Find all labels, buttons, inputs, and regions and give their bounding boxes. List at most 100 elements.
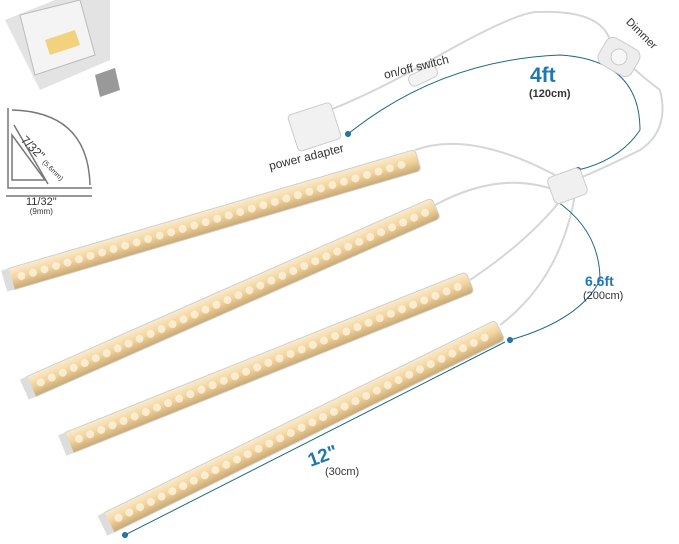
led-dot <box>86 251 95 260</box>
led-dot <box>197 385 206 394</box>
led-dot <box>40 265 49 274</box>
led-dot <box>98 248 107 257</box>
led-dot <box>322 252 331 261</box>
led-dot <box>243 450 252 459</box>
led-dot <box>308 340 317 349</box>
led-dot <box>282 194 291 203</box>
led-dot <box>168 487 177 496</box>
led-dot <box>69 363 78 372</box>
led-dot <box>254 444 263 453</box>
led-dot <box>372 386 381 395</box>
led-dot <box>219 376 228 385</box>
led-dot <box>394 375 403 384</box>
led-dot <box>300 262 309 271</box>
led-dot <box>28 268 37 277</box>
led-dot <box>397 305 406 314</box>
led-dot <box>164 399 173 408</box>
cable-6ft-label: 6.6ft <box>585 273 614 289</box>
led-dot <box>362 170 371 179</box>
led-dot <box>51 261 60 270</box>
led-dot <box>222 460 231 469</box>
led-dot <box>333 247 342 256</box>
led-dot <box>275 354 284 363</box>
led-dot <box>385 164 394 173</box>
led-dot <box>366 233 375 242</box>
led-dot <box>146 497 155 506</box>
led-dot <box>320 336 329 345</box>
led-dot <box>135 334 144 343</box>
led-dot <box>267 276 276 285</box>
led-dot <box>426 360 435 369</box>
led-dot <box>351 397 360 406</box>
on-off-switch-icon <box>408 65 438 87</box>
led-dot <box>431 291 440 300</box>
led-dot <box>305 187 314 196</box>
led-dot <box>152 403 161 412</box>
led-dot <box>234 291 243 300</box>
led-dot <box>108 421 117 430</box>
led-dot <box>399 218 408 227</box>
led-dot <box>264 358 273 367</box>
led-dot <box>75 255 84 264</box>
led-dot <box>168 320 177 329</box>
led-bar <box>1 149 421 292</box>
led-dot <box>119 416 128 425</box>
led-dot <box>124 339 133 348</box>
led-dot <box>364 318 373 327</box>
led-dot <box>453 282 462 291</box>
led-dot <box>293 191 302 200</box>
led-dot <box>109 245 118 254</box>
led-dot <box>155 231 164 240</box>
led-dot <box>331 332 340 341</box>
led-dot <box>223 296 232 305</box>
led-dot <box>469 338 478 347</box>
led-dot <box>157 492 166 501</box>
led-dot <box>448 349 457 358</box>
profile-cross-section <box>6 108 92 197</box>
led-dot <box>416 365 425 374</box>
led-bar <box>58 272 474 456</box>
led-dot <box>200 471 209 480</box>
led-dot <box>410 213 419 222</box>
led-dot <box>442 287 451 296</box>
led-bar <box>19 198 440 400</box>
led-dot <box>328 181 337 190</box>
led-dot <box>132 238 141 247</box>
led-dot <box>286 429 295 438</box>
led-dot <box>17 272 26 281</box>
led-dot <box>47 373 56 382</box>
led-dot <box>201 218 210 227</box>
led-dot <box>179 482 188 491</box>
led-dot <box>459 344 468 353</box>
led-dot <box>480 333 489 342</box>
led-dot <box>409 300 418 309</box>
cable-4ft-metric-label: (120cm) <box>529 88 571 100</box>
profile-width-label: 11/32" (9mm) <box>26 196 57 217</box>
led-dot <box>278 271 287 280</box>
led-dot <box>58 368 67 377</box>
led-dot <box>342 327 351 336</box>
led-dot <box>355 237 364 246</box>
led-dot <box>114 513 123 522</box>
dimmer-icon <box>597 36 641 78</box>
led-dot <box>102 349 111 358</box>
led-dot <box>97 425 106 434</box>
led-dot <box>230 372 239 381</box>
led-dot <box>121 241 130 250</box>
led-dot <box>383 381 392 390</box>
led-dot <box>259 201 268 210</box>
led-dot <box>86 430 95 439</box>
led-dot <box>377 228 386 237</box>
led-dot <box>201 305 210 314</box>
led-dot <box>125 508 134 517</box>
led-dot <box>316 184 325 193</box>
led-dot <box>420 296 429 305</box>
led-dot <box>297 423 306 432</box>
led-dot <box>245 286 254 295</box>
led-dot <box>351 174 360 183</box>
led-dot <box>311 257 320 266</box>
cable-6ft-metric-label: (200cm) <box>583 290 624 302</box>
led-dot <box>253 363 262 372</box>
led-dot <box>141 407 150 416</box>
